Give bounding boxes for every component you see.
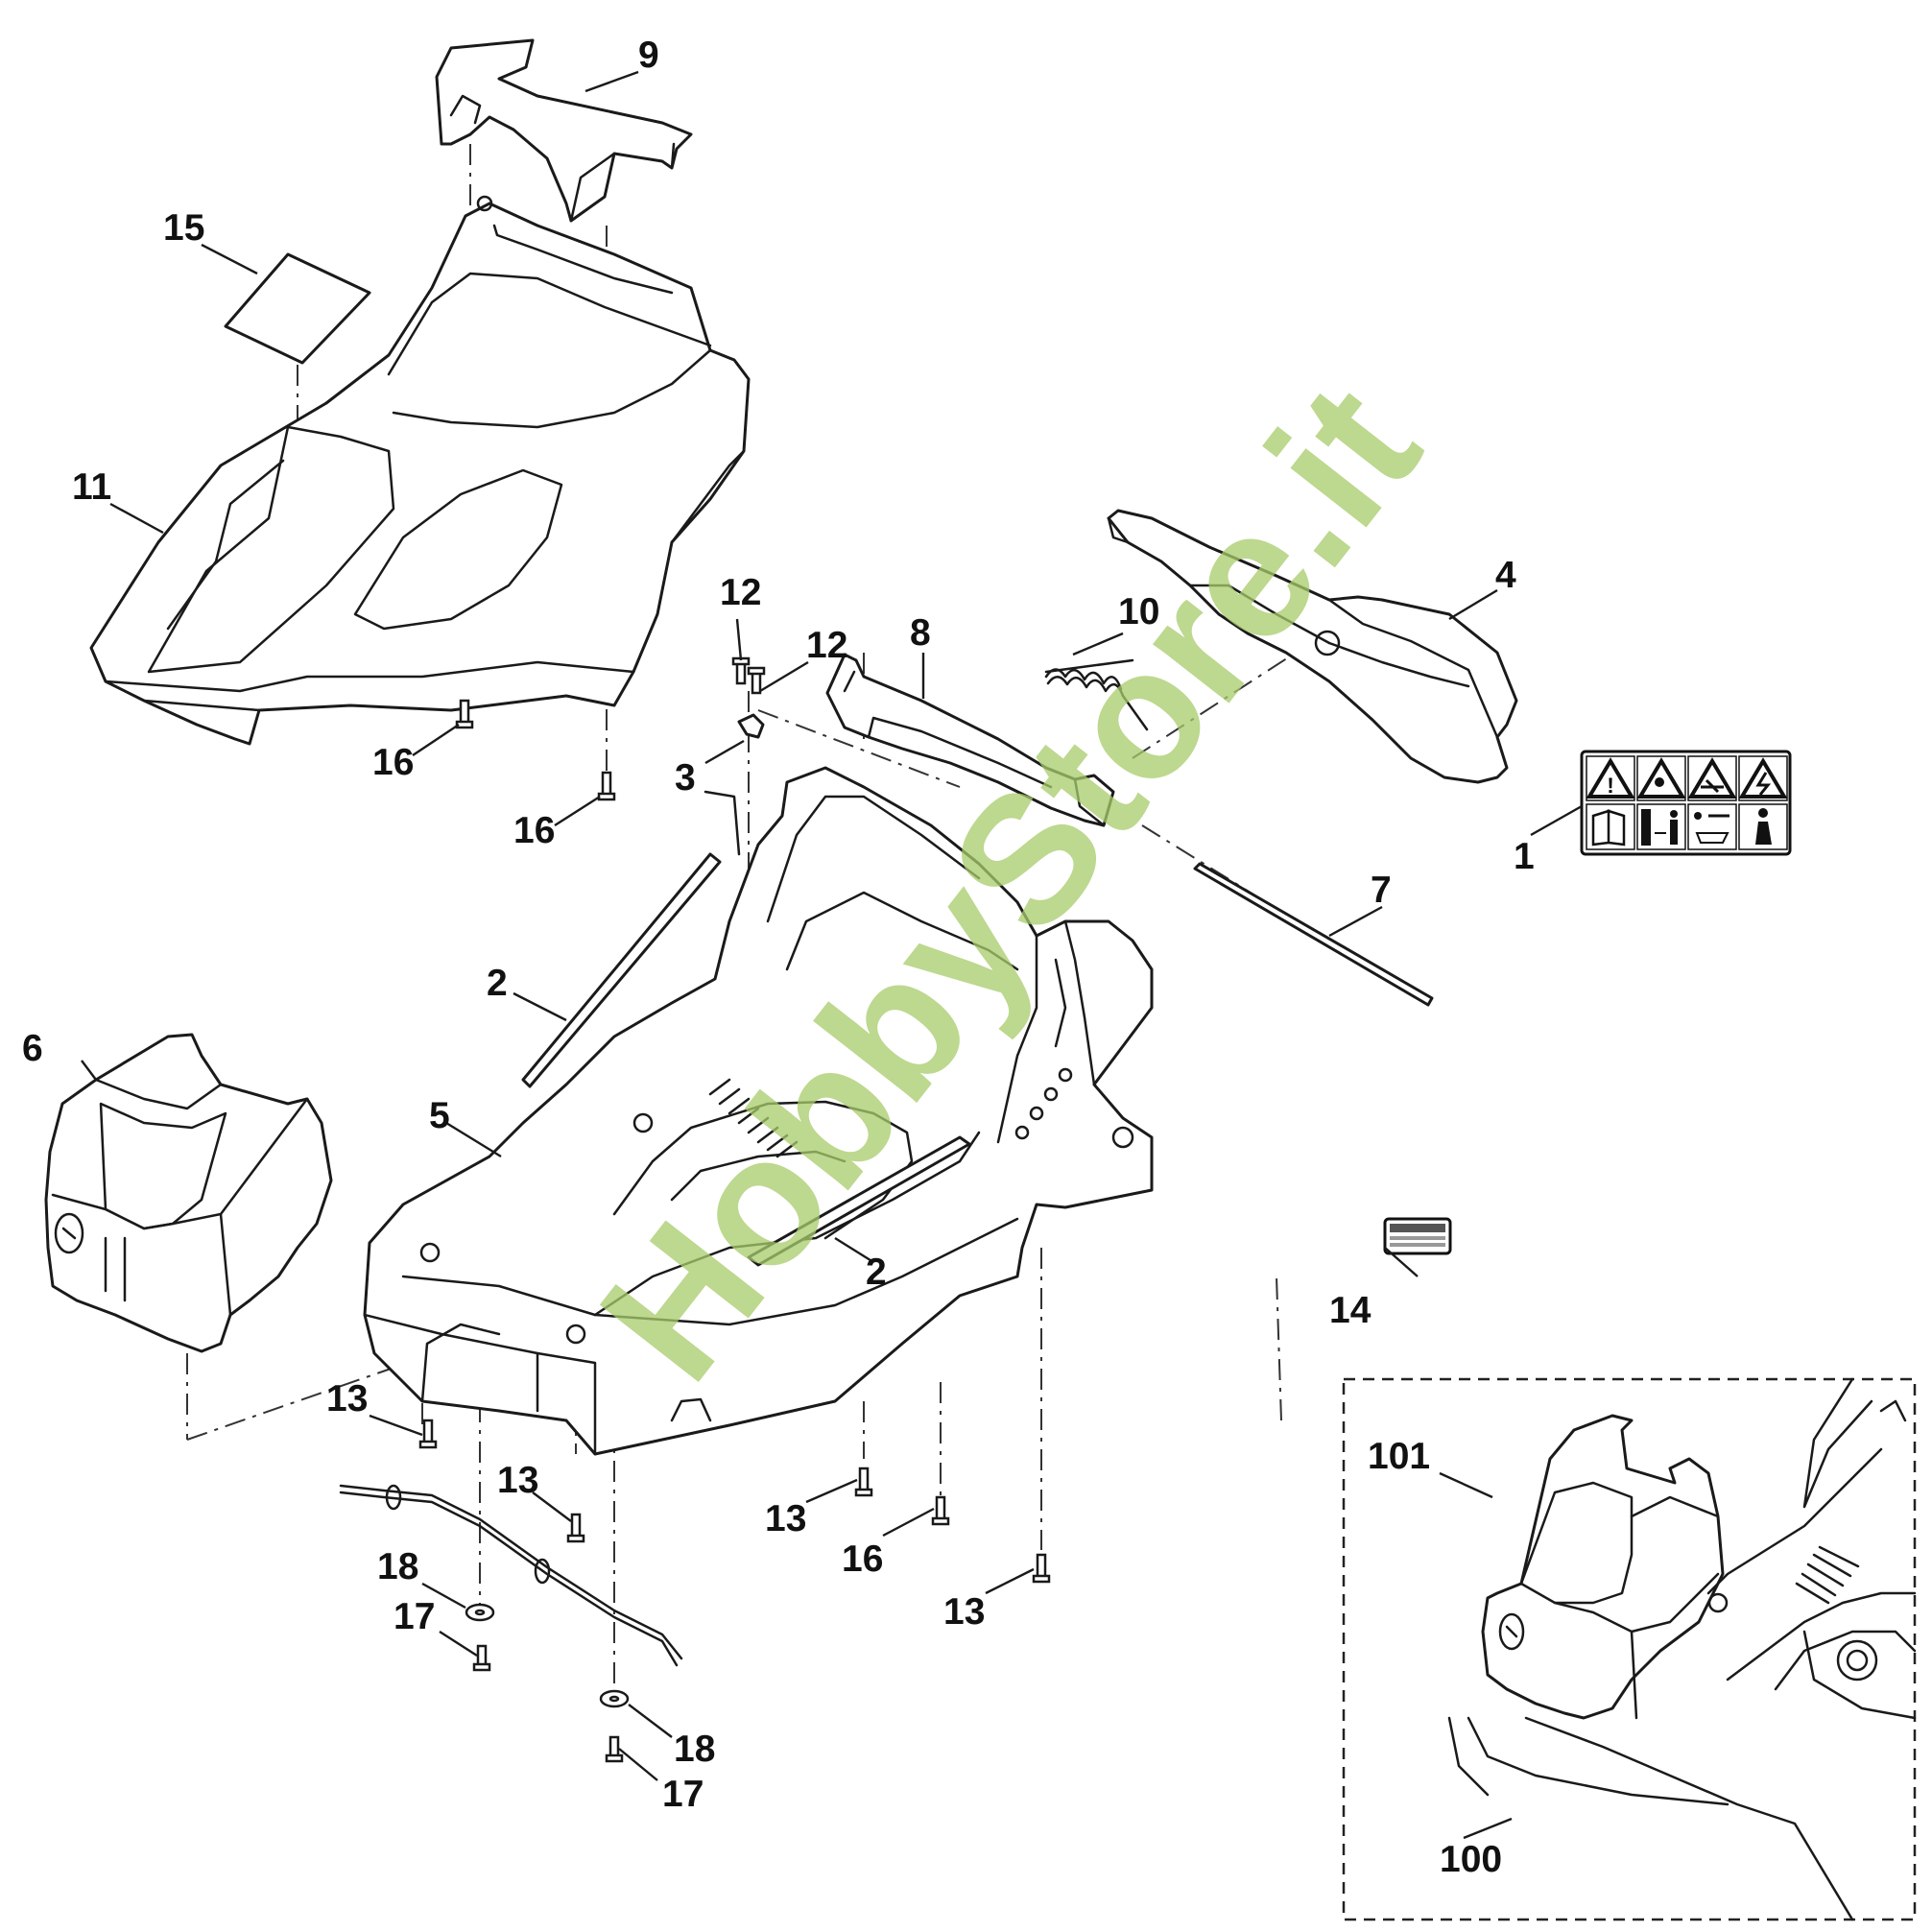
screw-17b xyxy=(605,1735,624,1763)
callout-13-right: 13 xyxy=(943,1591,985,1633)
part-8-bracket xyxy=(825,653,1115,827)
callout-18-left: 18 xyxy=(377,1546,418,1587)
callout-10: 10 xyxy=(1118,591,1159,632)
part-4-rear-flap xyxy=(1107,509,1518,784)
part-14-small-label xyxy=(1383,1217,1452,1255)
wet-conditions-icon xyxy=(1738,803,1788,850)
callout-4: 4 xyxy=(1495,555,1516,596)
screw-12b xyxy=(747,666,766,695)
callout-13-left: 13 xyxy=(326,1378,368,1419)
screws xyxy=(418,656,1051,1763)
callout-8: 8 xyxy=(910,612,931,654)
part-2-strip-upper xyxy=(521,852,722,1088)
callout-6: 6 xyxy=(22,1028,43,1069)
callout-16-top-left: 16 xyxy=(372,742,414,783)
callout-9: 9 xyxy=(638,35,659,76)
callout-100: 100 xyxy=(1440,1839,1502,1880)
screw-13b xyxy=(566,1513,585,1543)
part-3-clip xyxy=(737,713,765,739)
screw-12a xyxy=(731,656,751,685)
screw-13d xyxy=(1032,1553,1051,1584)
part-7-rod xyxy=(1193,862,1434,1007)
thrown-objects-icon xyxy=(1636,755,1686,801)
detail-inset xyxy=(1342,1377,1917,1921)
callout-16-bottom: 16 xyxy=(842,1538,883,1580)
callout-13-center-left: 13 xyxy=(497,1460,538,1501)
disconnect-plug-icon xyxy=(1687,803,1737,850)
warning-triangle-icon: ! xyxy=(1586,755,1635,801)
callout-5: 5 xyxy=(429,1095,450,1136)
part-10-spring xyxy=(1044,658,1149,731)
callout-12-left: 12 xyxy=(720,572,761,613)
callout-numbers: 9 15 11 16 16 12 12 3 8 10 4 1 7 2 5 6 2… xyxy=(22,35,1535,1880)
callout-11: 11 xyxy=(72,466,111,508)
part-9-handle-cap xyxy=(435,38,693,223)
part-5-deck xyxy=(363,766,1154,1456)
blade-hazard-icon xyxy=(1687,755,1737,801)
callout-17-right: 17 xyxy=(662,1774,704,1815)
callout-12-right: 12 xyxy=(806,625,847,666)
callout-15: 15 xyxy=(163,207,204,249)
keep-distance-icon xyxy=(1636,803,1686,850)
callout-1: 1 xyxy=(1514,836,1535,877)
leader-lines xyxy=(81,70,1583,1840)
svg-text:!: ! xyxy=(1607,774,1613,798)
callout-101: 101 xyxy=(1368,1436,1430,1477)
electric-shock-icon xyxy=(1738,755,1788,801)
axle xyxy=(339,1484,683,1667)
callout-2-lower: 2 xyxy=(866,1252,887,1293)
callout-16-top-center: 16 xyxy=(513,810,555,851)
manual-book-icon xyxy=(1586,803,1635,850)
screw-16b xyxy=(597,771,616,801)
callout-2-upper: 2 xyxy=(487,963,508,1004)
callout-7: 7 xyxy=(1371,870,1392,911)
screw-13a xyxy=(418,1419,438,1449)
washer-18b xyxy=(599,1689,630,1708)
screw-17a xyxy=(472,1644,491,1672)
callout-18-right: 18 xyxy=(674,1729,715,1770)
part-1-warning-decal: ! xyxy=(1580,750,1792,856)
washer-18a xyxy=(465,1603,495,1622)
callout-13-center: 13 xyxy=(765,1498,806,1539)
callout-14: 14 xyxy=(1329,1290,1371,1331)
screw-16c xyxy=(931,1495,950,1526)
part-11-top-cover xyxy=(89,195,751,746)
screw-13c xyxy=(854,1467,873,1497)
callout-17-left: 17 xyxy=(394,1596,435,1637)
part-6-front-cover xyxy=(44,1033,333,1353)
callout-3: 3 xyxy=(675,757,696,799)
part-15-label xyxy=(224,252,371,365)
